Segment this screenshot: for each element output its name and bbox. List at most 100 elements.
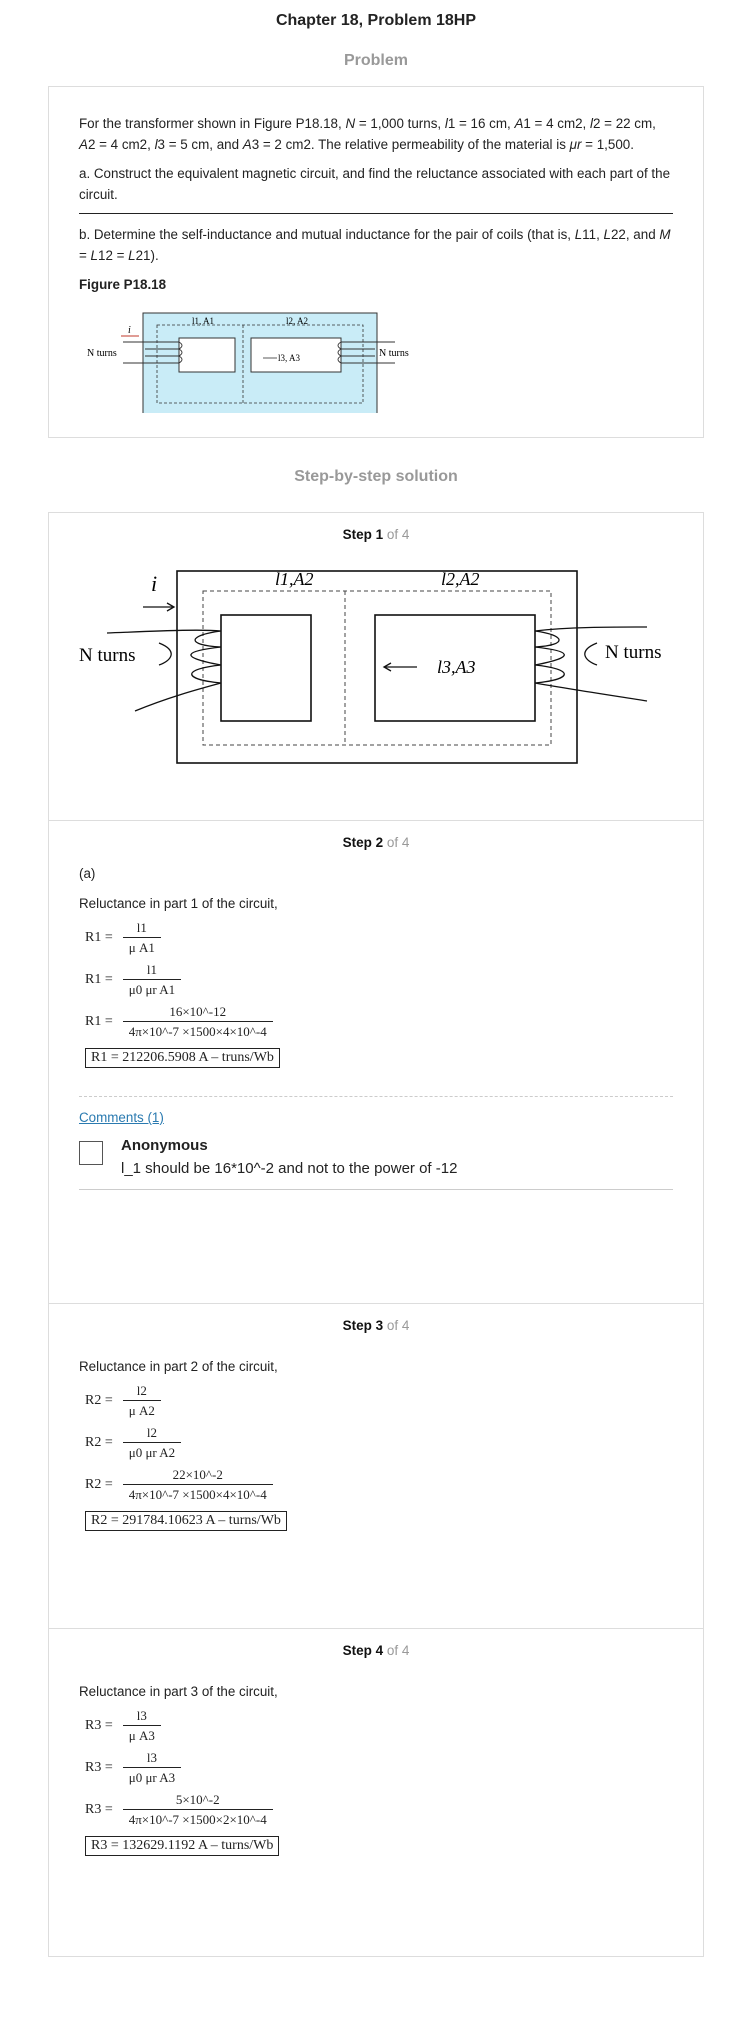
text-run: l bbox=[590, 116, 593, 131]
text-run: For the transformer shown in Figure P18.… bbox=[79, 116, 346, 131]
boxed-result: R2 = 291784.10623 A – turns/Wb bbox=[85, 1511, 287, 1531]
text-run: A bbox=[79, 137, 88, 152]
section-3-label: l3, A3 bbox=[278, 353, 301, 363]
step-title: Step 3 of 4 bbox=[79, 1304, 673, 1338]
left-turns-label: N turns bbox=[87, 348, 117, 359]
step-intro: Reluctance in part 1 of the circuit, bbox=[79, 896, 278, 911]
comment: Anonymous l_1 should be 16*10^-2 and not… bbox=[79, 1137, 673, 1190]
left-turns-label: N turns bbox=[79, 645, 135, 666]
text-run: L bbox=[90, 248, 98, 263]
step-title: Step 4 of 4 bbox=[79, 1629, 673, 1663]
fraction: l3 μ A3 bbox=[122, 1708, 161, 1744]
text-run: 11, bbox=[582, 227, 604, 242]
text-run: = 1,000 turns, bbox=[355, 116, 445, 131]
flux-path bbox=[202, 590, 552, 746]
current-arrow-icon bbox=[166, 602, 176, 612]
step-1: Step 1 of 4 i bbox=[49, 513, 703, 820]
right-turns-label: N turns bbox=[379, 348, 409, 359]
step-number: Step 1 bbox=[342, 527, 384, 542]
right-turns-label: N turns bbox=[605, 642, 661, 663]
numerator: l3 bbox=[136, 1708, 147, 1723]
comments-section: Comments (1) Anonymous l_1 should be 16*… bbox=[79, 1096, 673, 1190]
page-title: Chapter 18, Problem 18HP bbox=[275, 12, 477, 29]
solution-heading: Step-by-step solution bbox=[294, 468, 458, 485]
denominator: μ0 μr A3 bbox=[122, 1767, 182, 1786]
numerator: 22×10^-2 bbox=[172, 1467, 223, 1482]
equation-lhs: R2 = bbox=[85, 1477, 113, 1492]
step-3: Step 3 of 4 Reluctance in part 2 of the … bbox=[49, 1303, 703, 1628]
equation-lhs: R1 = bbox=[85, 1014, 113, 1029]
text-run: 3 = 2 cm2. The relative permeability of … bbox=[251, 137, 570, 152]
text-run: 21). bbox=[135, 248, 159, 263]
transformer-figure-large: i N turns N turns l1,A2 l2,A2 l3,A3 bbox=[79, 569, 661, 764]
text-run: 3 = 5 cm, and bbox=[157, 137, 243, 152]
right-coil bbox=[534, 626, 648, 702]
step-total: of 4 bbox=[386, 1643, 410, 1658]
section-2-label: l2, A2 bbox=[286, 316, 308, 326]
step-number: Step 4 bbox=[342, 1643, 384, 1658]
text-run: = 1,500. bbox=[581, 137, 634, 152]
problem-statement: For the transformer shown in Figure P18.… bbox=[79, 113, 673, 155]
text-run: l bbox=[154, 137, 158, 152]
text-run: L bbox=[574, 227, 583, 242]
text-run: A bbox=[242, 137, 252, 152]
denominator: 4π×10^-7 ×1500×2×10^-4 bbox=[122, 1809, 273, 1828]
fraction: l3 μ0 μr A3 bbox=[122, 1750, 182, 1786]
step-2: Step 2 of 4 (a) Reluctance in part 1 of … bbox=[49, 820, 703, 1303]
equation-lhs: R2 = bbox=[85, 1435, 113, 1450]
text-run: b. Determine the self-inductance and mut… bbox=[79, 227, 575, 242]
numerator: 5×10^-2 bbox=[175, 1792, 220, 1807]
step-title: Step 1 of 4 bbox=[79, 513, 673, 547]
right-window bbox=[250, 337, 342, 373]
flux-path bbox=[156, 324, 364, 404]
numerator: l3 bbox=[146, 1750, 158, 1765]
step-total: of 4 bbox=[386, 1318, 410, 1333]
denominator: μ A2 bbox=[122, 1400, 161, 1419]
problem-part-a: a. Construct the equivalent magnetic cir… bbox=[79, 166, 671, 202]
step-number: Step 2 bbox=[342, 835, 384, 850]
right-coil bbox=[337, 341, 395, 364]
figure-label: Figure P18.18 bbox=[79, 277, 167, 292]
current-label: i bbox=[151, 571, 157, 596]
core-outline bbox=[176, 570, 578, 764]
denominator: μ A3 bbox=[122, 1725, 161, 1744]
equation: R2 = l2 μ0 μr A2 bbox=[85, 1425, 673, 1461]
numerator: l2 bbox=[136, 1383, 147, 1398]
step-number: Step 3 bbox=[342, 1318, 384, 1333]
denominator: μ A1 bbox=[122, 937, 161, 956]
problem-card: For the transformer shown in Figure P18.… bbox=[48, 86, 704, 438]
equation-lhs: R3 = bbox=[85, 1802, 113, 1817]
text-run: L bbox=[603, 227, 611, 242]
numerator: l1 bbox=[146, 962, 158, 977]
text-run: 2 = 22 cm, bbox=[592, 116, 656, 131]
denominator: μ0 μr A2 bbox=[122, 1442, 182, 1461]
text-run: 22, and bbox=[610, 227, 660, 242]
step-total: of 4 bbox=[386, 527, 410, 542]
step-intro: Reluctance in part 2 of the circuit, bbox=[79, 1359, 278, 1374]
divider bbox=[79, 213, 673, 214]
step-title: Step 2 of 4 bbox=[79, 821, 673, 855]
text-run: 12 = bbox=[98, 248, 129, 263]
section-1-label: l1,A2 bbox=[275, 569, 314, 589]
left-window bbox=[178, 337, 236, 373]
equation-lhs: R1 = bbox=[85, 930, 113, 945]
section-3-arrow-icon bbox=[382, 662, 392, 672]
comment-text: l_1 should be 16*10^-2 and not to the po… bbox=[121, 1160, 458, 1177]
equation: R3 = 5×10^-2 4π×10^-7 ×1500×2×10^-4 bbox=[85, 1792, 673, 1828]
left-coil bbox=[106, 629, 222, 712]
boxed-result: R1 = 212206.5908 A – truns/Wb bbox=[85, 1048, 280, 1068]
text-run: 1 = 4 cm2, bbox=[523, 116, 590, 131]
numerator: l2 bbox=[146, 1425, 158, 1440]
transformer-figure-small: i N turns N turns l1, A1 l2, A2 l3, A3 bbox=[87, 312, 409, 413]
comment-checkbox[interactable] bbox=[79, 1141, 103, 1165]
problem-heading: Problem bbox=[343, 52, 408, 69]
comments-link[interactable]: Comments (1) bbox=[79, 1110, 164, 1125]
